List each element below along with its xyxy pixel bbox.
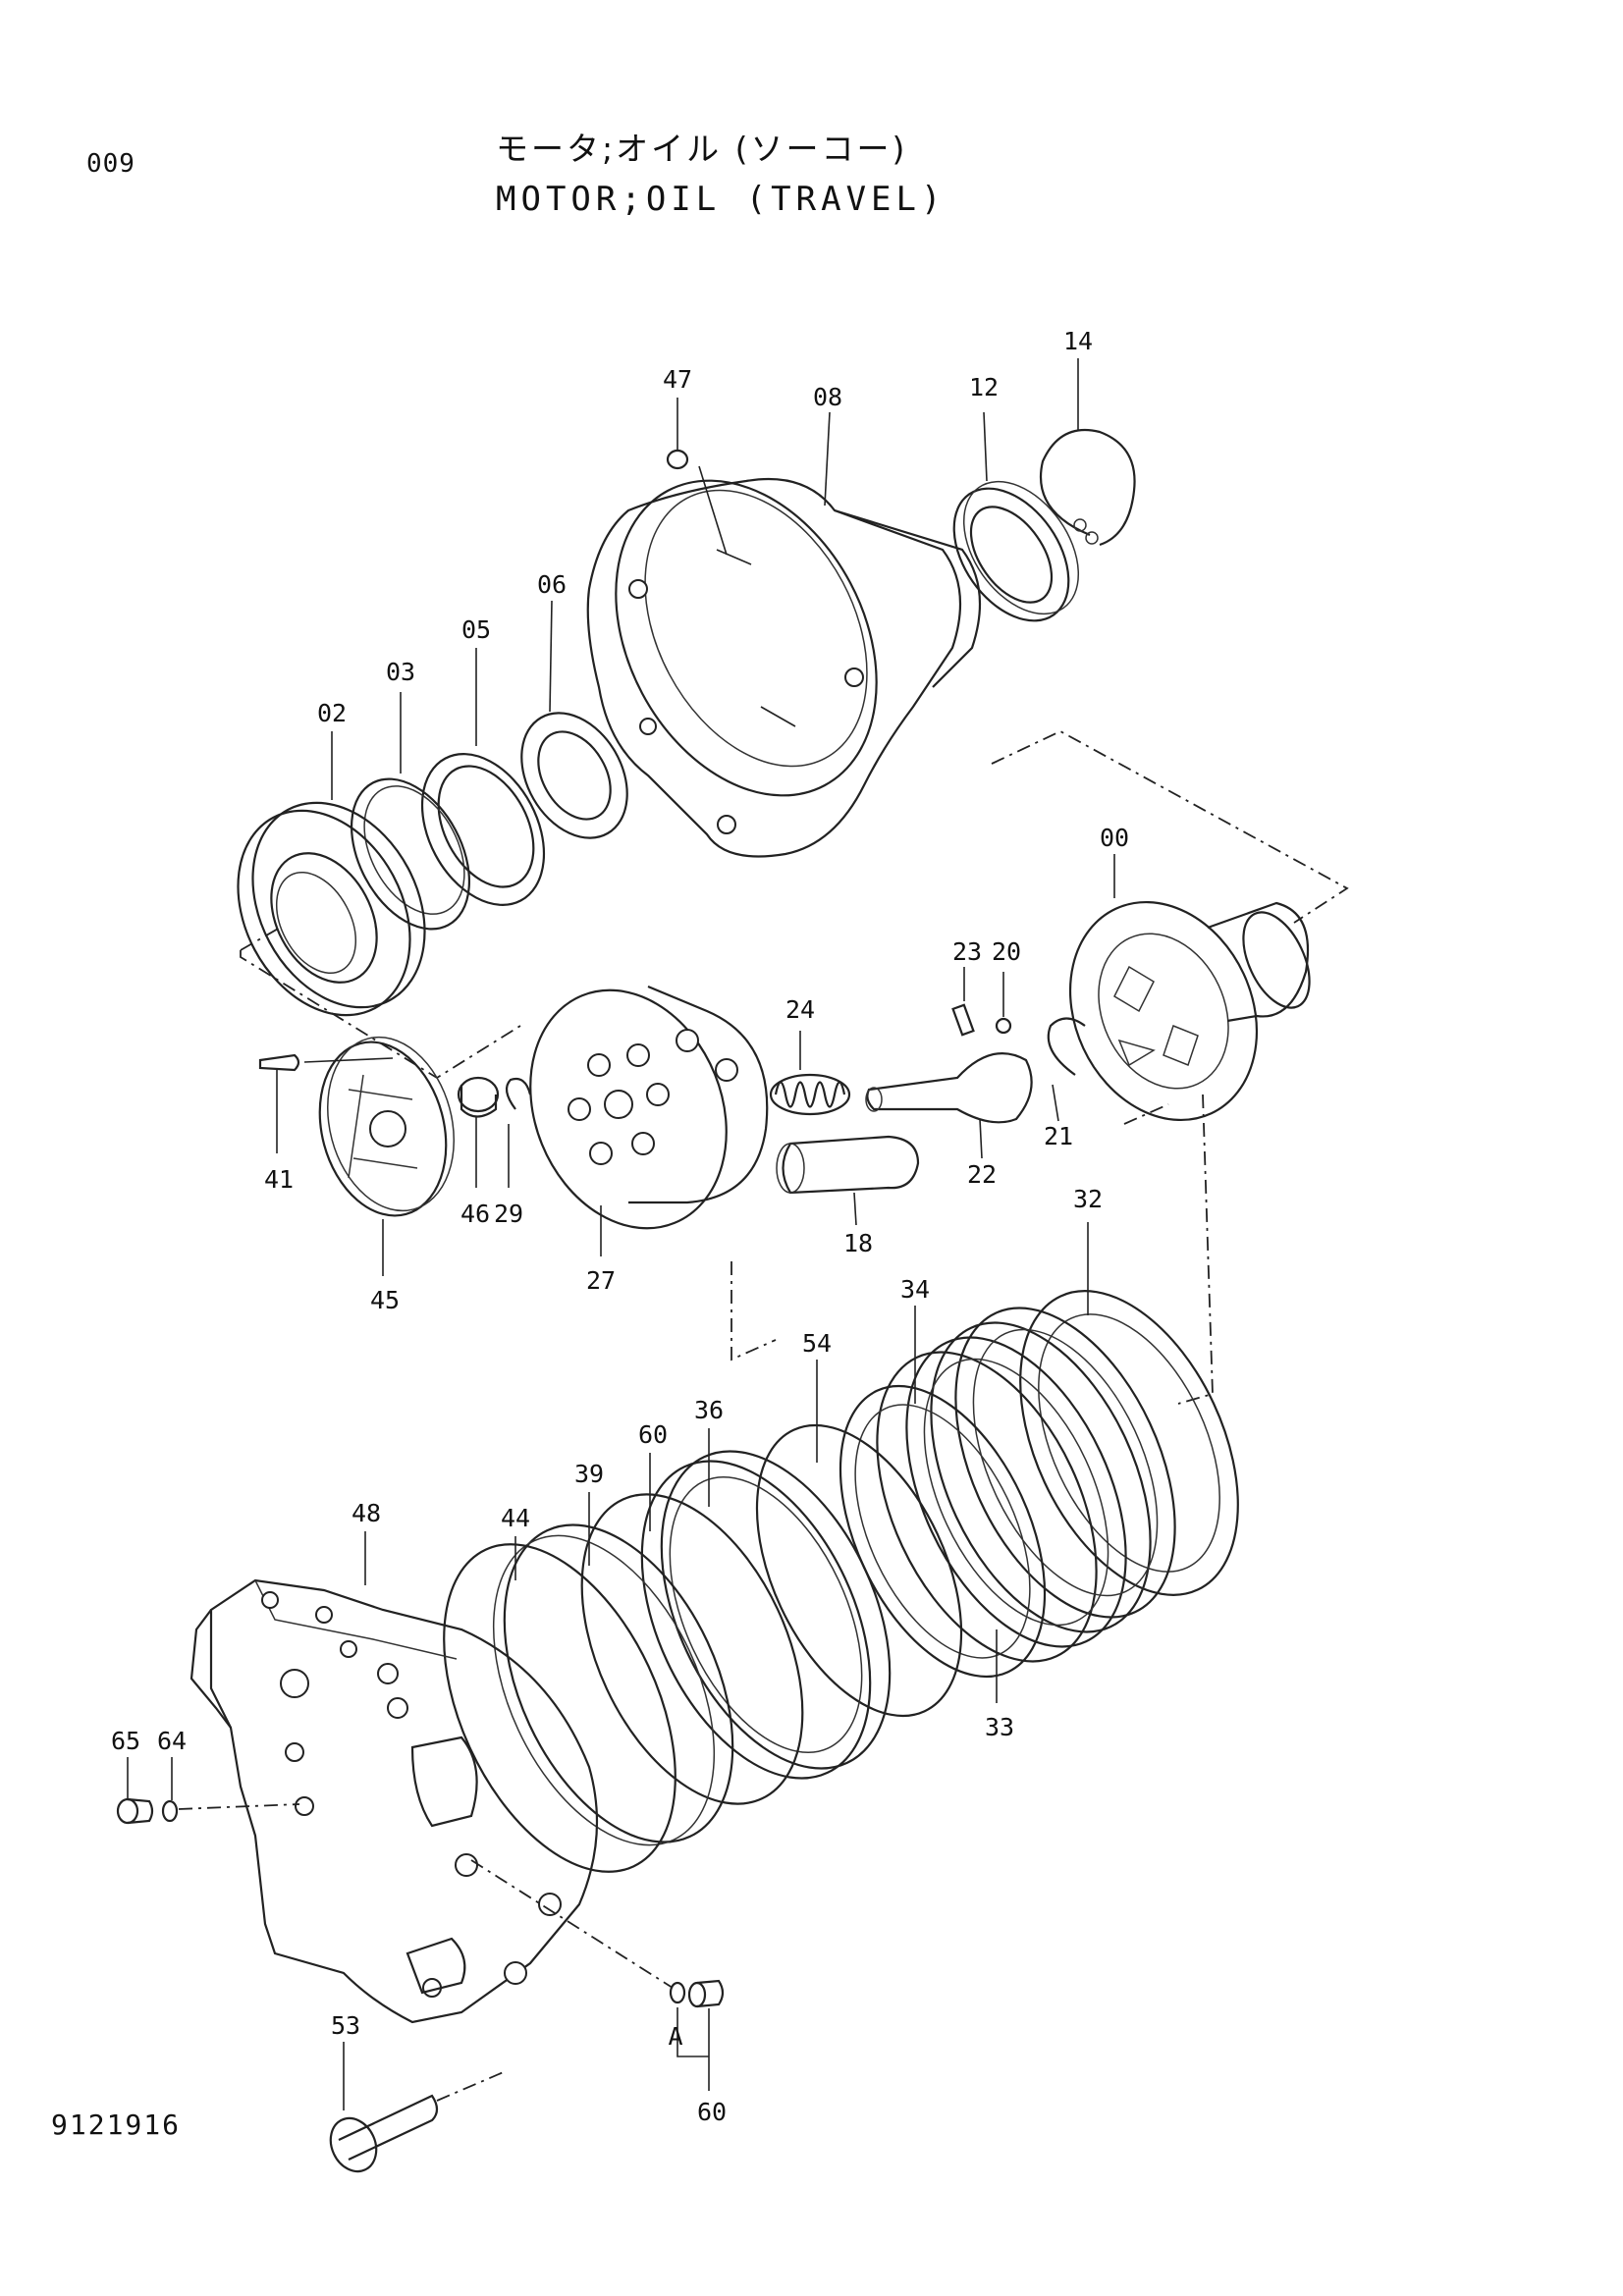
callout-42: 47 bbox=[663, 365, 692, 394]
pin-44 bbox=[258, 1053, 300, 1072]
plug-65 bbox=[116, 1797, 154, 1825]
callout-A: A bbox=[668, 2022, 682, 2051]
bolt-48 bbox=[329, 2094, 439, 2173]
callout-03: 03 bbox=[386, 658, 415, 686]
ring-29 bbox=[505, 1077, 532, 1110]
leader-60 bbox=[676, 2007, 710, 2091]
ring-03 bbox=[350, 777, 471, 931]
ball-20 bbox=[995, 1017, 1012, 1035]
callout-34: 34 bbox=[900, 1275, 930, 1304]
callout-24: 24 bbox=[785, 995, 815, 1024]
ring-39 bbox=[492, 1523, 734, 1846]
callout-39: 39 bbox=[574, 1460, 604, 1488]
callout-32: 32 bbox=[1073, 1185, 1103, 1213]
piston-18 bbox=[776, 1135, 920, 1195]
plate-33 bbox=[839, 1384, 1047, 1679]
plug-60 bbox=[669, 1979, 725, 2008]
callout-22: 22 bbox=[967, 1160, 997, 1189]
assembly-line-upper-right bbox=[991, 729, 1349, 924]
snap-ring-21 bbox=[1047, 1017, 1086, 1076]
callout-21: 21 bbox=[1044, 1122, 1073, 1150]
callout-33: 33 bbox=[985, 1713, 1014, 1741]
housing-08 bbox=[586, 477, 982, 858]
leader-21 bbox=[1052, 1084, 1059, 1122]
callout-65: 65 bbox=[111, 1727, 140, 1755]
callout-08: 08 bbox=[813, 383, 842, 411]
leader-44b bbox=[303, 1057, 394, 1063]
plate-32 bbox=[1019, 1290, 1239, 1596]
o-ring-41 bbox=[443, 1543, 676, 1873]
o-ring-64 bbox=[161, 1799, 179, 1823]
cylinder-block-27 bbox=[529, 985, 769, 1230]
callout-47: 46 bbox=[460, 1200, 490, 1228]
assembly-line-upper-left bbox=[240, 927, 521, 1080]
callout-48: 53 bbox=[331, 2011, 360, 2040]
leader-18 bbox=[853, 1192, 857, 1226]
title-english: MOTOR;OIL (TRAVEL) bbox=[496, 180, 947, 219]
callout-20: 20 bbox=[992, 937, 1021, 966]
assembly-line-right bbox=[1123, 1094, 1214, 1405]
callout-14: 14 bbox=[1063, 327, 1093, 355]
valve-body-45 bbox=[189, 1578, 599, 2024]
callout-44: 41 bbox=[264, 1165, 294, 1194]
leader-42b bbox=[698, 465, 728, 556]
callout-46: 45 bbox=[370, 1286, 400, 1314]
callout-53: 54 bbox=[802, 1329, 832, 1358]
bearing-12 bbox=[952, 480, 1080, 622]
plates-34 bbox=[876, 1307, 1176, 1663]
drawing-number: 9121916 bbox=[51, 2109, 182, 2141]
callout-60: 60 bbox=[697, 2098, 727, 2126]
assembly-line-60 bbox=[470, 1859, 674, 1989]
ring-53 bbox=[755, 1423, 963, 1718]
callout-00: 00 bbox=[1100, 824, 1129, 852]
assembly-line-middle bbox=[730, 1261, 777, 1362]
bearing-02 bbox=[237, 801, 426, 1017]
callout-29: 29 bbox=[494, 1200, 523, 1228]
leader-08 bbox=[824, 411, 831, 507]
callout-05: 05 bbox=[461, 615, 491, 644]
assembly-line-64 bbox=[178, 1803, 300, 1810]
ring-54 bbox=[580, 1493, 804, 1805]
leader-12 bbox=[983, 411, 988, 482]
plate-46 bbox=[318, 1036, 456, 1217]
callout-41: 44 bbox=[501, 1504, 530, 1532]
piston-36 bbox=[640, 1450, 892, 1780]
leader-22 bbox=[979, 1118, 983, 1159]
leader-06 bbox=[549, 600, 553, 713]
spring-23 bbox=[951, 1003, 975, 1037]
callout-36: 36 bbox=[694, 1396, 724, 1424]
callout-23: 23 bbox=[952, 937, 982, 966]
callout-12: 12 bbox=[969, 373, 999, 401]
spring-24 bbox=[769, 1073, 851, 1116]
callout-64: 64 bbox=[157, 1727, 187, 1755]
assembly-line-48 bbox=[436, 2070, 507, 2102]
bushing-47 bbox=[457, 1076, 500, 1118]
title-japanese: モータ;オイル (ソーコー) bbox=[496, 130, 908, 168]
seal-06 bbox=[520, 712, 628, 839]
callout-02: 02 bbox=[317, 699, 347, 727]
snap-ring-14 bbox=[1039, 428, 1136, 547]
shaft-22 bbox=[865, 1052, 1033, 1124]
callout-54: 60 bbox=[638, 1420, 668, 1449]
callout-27: 27 bbox=[586, 1266, 616, 1295]
callout-06: 06 bbox=[537, 570, 567, 599]
spindle-00 bbox=[1068, 900, 1311, 1122]
callout-45: 48 bbox=[352, 1499, 381, 1527]
ring-05 bbox=[420, 753, 546, 906]
page-code: 009 bbox=[86, 149, 135, 179]
callout-18: 18 bbox=[843, 1229, 873, 1257]
o-ring-42 bbox=[666, 449, 689, 470]
